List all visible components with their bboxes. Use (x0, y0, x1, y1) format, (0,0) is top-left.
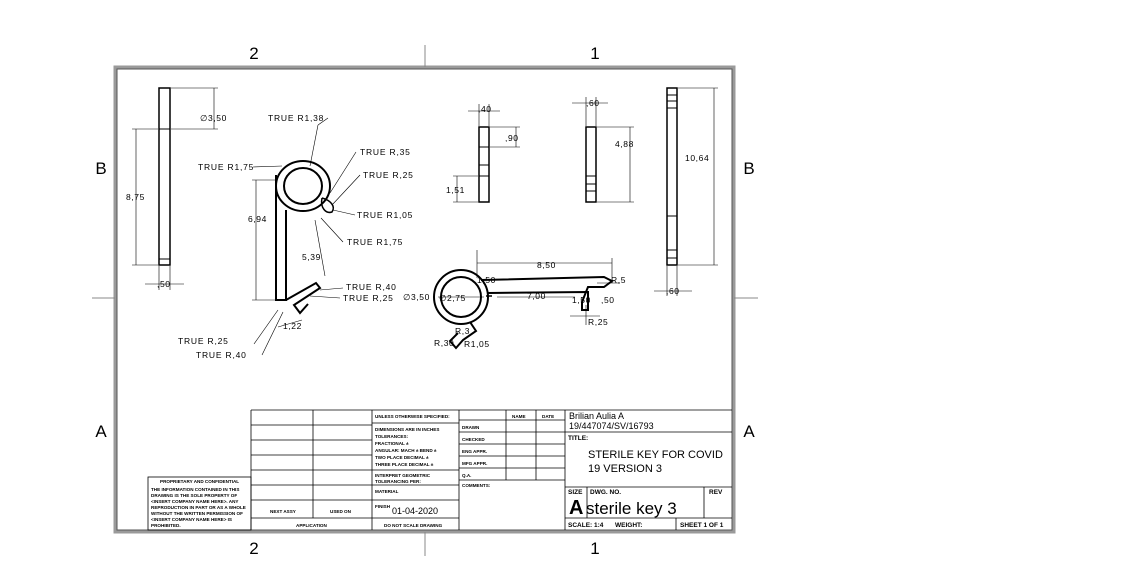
dim-a-top: ,40 (478, 104, 492, 114)
title-line-1: STERILE KEY FOR COVID (588, 449, 723, 461)
note-true-r25-a: TRUE R,25 (363, 170, 414, 180)
dim-top-r6: R1,05 (464, 339, 490, 349)
dim-top-r3: R,25 (588, 317, 608, 327)
row-eng-appr: ENG APPR. (462, 449, 487, 454)
note-true-r105: TRUE R1,05 (357, 210, 413, 220)
tolerancing-label: TOLERANCING PER: (375, 479, 421, 484)
proprietary-line-3: <INSERT COMPANY NAME HERE>. ANY (151, 499, 238, 504)
dim-top-h1: 1,50 (572, 295, 591, 305)
date-value: 01-04-2020 (392, 506, 438, 516)
proprietary-line-5: WITHOUT THE WRITTEN PERMISSION OF (151, 511, 243, 516)
dim-front-122: 1,22 (283, 321, 302, 331)
header-date: DATE (542, 414, 554, 419)
dim-top-r1: 1,50 (477, 275, 496, 285)
dim-top-r2: R,5 (611, 275, 626, 285)
do-not-scale: DO NOT SCALE DRAWING (384, 523, 443, 528)
size-label: SIZE (568, 489, 583, 496)
proprietary-line-7: PROHIBITED. (151, 523, 181, 528)
front-view (252, 117, 361, 356)
zone-top-1: 1 (590, 44, 599, 63)
finish-label: FINISH (375, 504, 391, 509)
dim-right-thickness: ,60 (666, 286, 680, 296)
zone-right-b: B (743, 159, 754, 178)
note-true-r175-a: TRUE R1,75 (198, 162, 254, 172)
dim-a-low: 1,51 (446, 185, 465, 195)
tol-line-3: FRACTIONAL ± (375, 441, 409, 446)
dim-top-dia2: ∅2,75 (439, 293, 466, 303)
dim-left-height: 8,75 (126, 192, 145, 202)
small-view-b (572, 97, 634, 203)
note-true-r40-b: TRUE R,40 (196, 350, 247, 360)
dim-b-top: ,60 (586, 98, 600, 108)
left-side-view (132, 87, 218, 290)
note-true-r40-a: TRUE R,40 (346, 282, 397, 292)
small-view-a (453, 104, 520, 203)
zone-left-b: B (95, 159, 106, 178)
dim-right-height: 10,64 (685, 153, 709, 163)
note-true-r25-c: TRUE R,25 (178, 336, 229, 346)
proprietary-line-2: DRAWING IS THE SOLE PROPERTY OF (151, 493, 237, 498)
dim-top-r4: R,3 (455, 326, 470, 336)
material-label: MATERIAL (375, 489, 399, 494)
sheet-border (92, 45, 758, 556)
dwg-label: DWG. NO. (590, 489, 621, 496)
zone-top-2: 2 (249, 44, 258, 63)
student-id: 19/447074/SV/16793 (569, 421, 654, 431)
size-value: A (569, 497, 583, 519)
tol-line-1: DIMENSIONS ARE IN INCHES (375, 427, 439, 432)
tol-line-2: TOLERANCES: (375, 434, 409, 439)
note-true-r138: TRUE R1,38 (268, 113, 324, 123)
next-assy-label: NEXT ASSY (270, 509, 296, 514)
title-block (147, 409, 732, 531)
tol-line-5: TWO PLACE DECIMAL ± (375, 455, 429, 460)
dwg-value: sterile key 3 (586, 499, 677, 518)
weight-label: WEIGHT: (615, 522, 642, 529)
unless-specified: UNLESS OTHERWISE SPECIFIED: (375, 414, 450, 419)
dim-a-mid: ,90 (505, 133, 519, 143)
row-checked: CHECKED (462, 437, 485, 442)
proprietary-line-1: THE INFORMATION CONTAINED IN THIS (151, 487, 239, 492)
dim-b-height: 4,88 (615, 139, 634, 149)
right-side-view (654, 87, 718, 296)
sheet-label: SHEET 1 OF 1 (680, 522, 724, 529)
zone-left-a: A (95, 422, 107, 441)
proprietary-line-6: <INSERT COMPANY NAME HERE> IS (151, 517, 232, 522)
tol-line-6: THREE PLACE DECIMAL ± (375, 462, 434, 467)
dim-top-length: 8,50 (537, 260, 556, 270)
dim-top-h2: ,50 (601, 295, 615, 305)
dim-left-dia: ∅3,50 (200, 113, 227, 123)
title-label: TITLE: (568, 435, 588, 442)
used-on-label: USED ON (330, 509, 352, 514)
proprietary-title: PROPRIETARY AND CONFIDENTIAL (160, 479, 239, 484)
title-line-2: 19 VERSION 3 (588, 463, 662, 475)
proprietary-line-4: REPRODUCTION IN PART OR AS A WHOLE (151, 505, 246, 510)
rev-label: REV (709, 489, 723, 496)
author-name: Brilian Aulia A (569, 411, 624, 421)
dim-top-dia: ∅3,50 (403, 292, 430, 302)
row-mfg-appr: MFG APPR. (462, 461, 487, 466)
tol-line-4: ANGULAR: MACH ± BEND ± (375, 448, 437, 453)
dim-top-len2: 7,00 (527, 291, 546, 301)
row-qa: Q.A. (462, 473, 471, 478)
note-true-r175-b: TRUE R1,75 (347, 237, 403, 247)
zone-bottom-1: 1 (590, 539, 599, 558)
application-label: APPLICATION (296, 523, 327, 528)
dim-top-r5: R,30 (434, 338, 454, 348)
dim-front-694: 6,94 (248, 214, 267, 224)
note-true-r35: TRUE R,35 (360, 147, 411, 157)
top-view (433, 250, 620, 350)
dim-front-539: 5,39 (302, 252, 321, 262)
row-drawn: DRAWN (462, 425, 480, 430)
zone-right-a: A (743, 422, 755, 441)
interpret-label: INTERPRET GEOMETRIC (375, 473, 431, 478)
scale-label: SCALE: 1:4 (568, 522, 604, 529)
zone-bottom-2: 2 (249, 539, 258, 558)
dim-left-thickness: ,50 (157, 279, 171, 289)
note-true-r25-b: TRUE R,25 (343, 293, 394, 303)
row-comments: COMMENTS: (462, 483, 491, 488)
header-name: NAME (512, 414, 526, 419)
